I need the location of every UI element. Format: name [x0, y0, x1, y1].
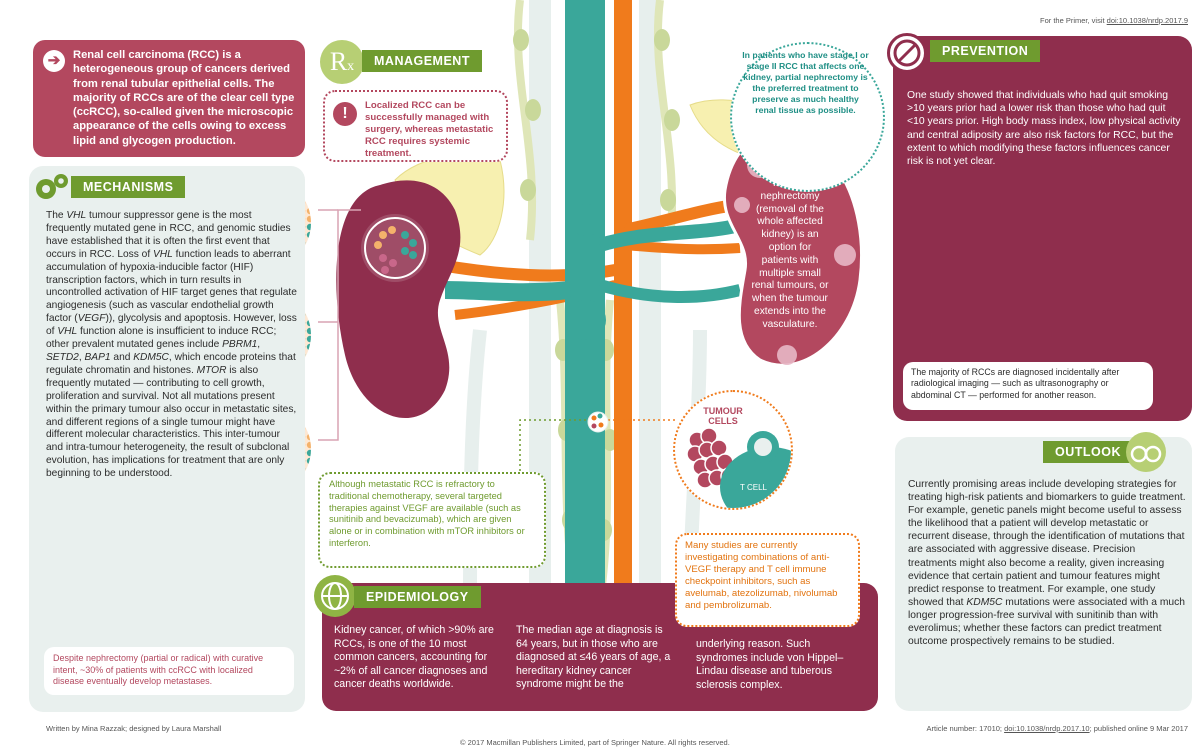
immunotherapy-box: Many studies are currently investigating… — [675, 533, 860, 627]
intro-box: ➔ Renal cell carcinoma (RCC) is a hetero… — [33, 40, 305, 157]
epidemiology-col-3: underlying reason. Such syndromes includ… — [696, 638, 844, 691]
management-alert-box: ! Localized RCC can be successfully mana… — [323, 90, 508, 162]
radical-nephrectomy-text: Radical nephrectomy (removal of the whol… — [751, 178, 829, 330]
rx-sub-letter: x — [347, 59, 355, 74]
alert-icon: ! — [333, 102, 357, 126]
epidemiology-title: EPIDEMIOLOGY — [354, 586, 481, 608]
rx-letter: R — [329, 47, 348, 76]
prevention-text: One study showed that individuals who ha… — [907, 90, 1181, 168]
mechanisms-note: Despite nephrectomy (partial or radical)… — [44, 647, 294, 695]
prohibited-icon — [887, 33, 927, 73]
credits: Written by Mina Razzak; designed by Laur… — [46, 724, 222, 733]
gears-icon — [34, 172, 70, 202]
outlook-text: Currently promising areas include develo… — [908, 479, 1186, 648]
outlook-title: OUTLOOK — [1043, 441, 1133, 463]
management-title: MANAGEMENT — [362, 50, 482, 72]
epidemiology-col-2: The median age at diagnosis is 64 years,… — [516, 624, 671, 691]
tumour-cells-label: TUMOUR CELLS — [703, 406, 743, 426]
arrow-right-icon: ➔ — [43, 50, 65, 72]
mechanisms-title: MECHANISMS — [71, 176, 186, 198]
primer-prefix: For the Primer, visit — [1039, 16, 1107, 25]
copyright: © 2017 Macmillan Publishers Limited, par… — [460, 738, 730, 747]
article-doi-link[interactable]: doi:10.1038/nrdp.2017.10 — [1004, 724, 1090, 733]
targeted-therapy-box: Although metastatic RCC is refractory to… — [318, 472, 546, 568]
partial-nephrectomy-text: In patients who have stage I or stage II… — [742, 50, 869, 115]
article-number: Article number: 17010; — [926, 724, 1005, 733]
outlook-panel — [895, 437, 1192, 711]
partial-nephrectomy-note: In patients who have stage I or stage II… — [730, 42, 885, 192]
intro-text: Renal cell carcinoma (RCC) is a heteroge… — [73, 49, 295, 147]
primer-doi-link[interactable]: doi:10.1038/nrdp.2017.9 — [1106, 16, 1188, 25]
rx-icon: Rx — [320, 40, 364, 84]
prevention-note: The majority of RCCs are diagnosed incid… — [903, 362, 1153, 410]
t-cell-label: T CELL — [740, 483, 767, 492]
article-date: ; published online 9 Mar 2017 — [1089, 724, 1188, 733]
management-alert-text: Localized RCC can be successfully manage… — [365, 100, 494, 159]
prevention-title: PREVENTION — [930, 40, 1041, 62]
article-info: Article number: 17010; doi:10.1038/nrdp.… — [927, 724, 1188, 733]
tumour-tcell-figure — [673, 390, 793, 510]
primer-link-line: For the Primer, visit doi:10.1038/nrdp.2… — [1040, 16, 1188, 25]
mechanisms-body: The VHL tumour suppressor gene is the mo… — [46, 210, 297, 480]
prevention-panel — [893, 36, 1192, 421]
binoculars-icon — [1126, 432, 1166, 472]
epidemiology-col-1: Kidney cancer, of which >90% are RCCs, i… — [334, 624, 494, 691]
globe-icon — [314, 575, 356, 617]
mechanisms-panel — [29, 166, 305, 712]
